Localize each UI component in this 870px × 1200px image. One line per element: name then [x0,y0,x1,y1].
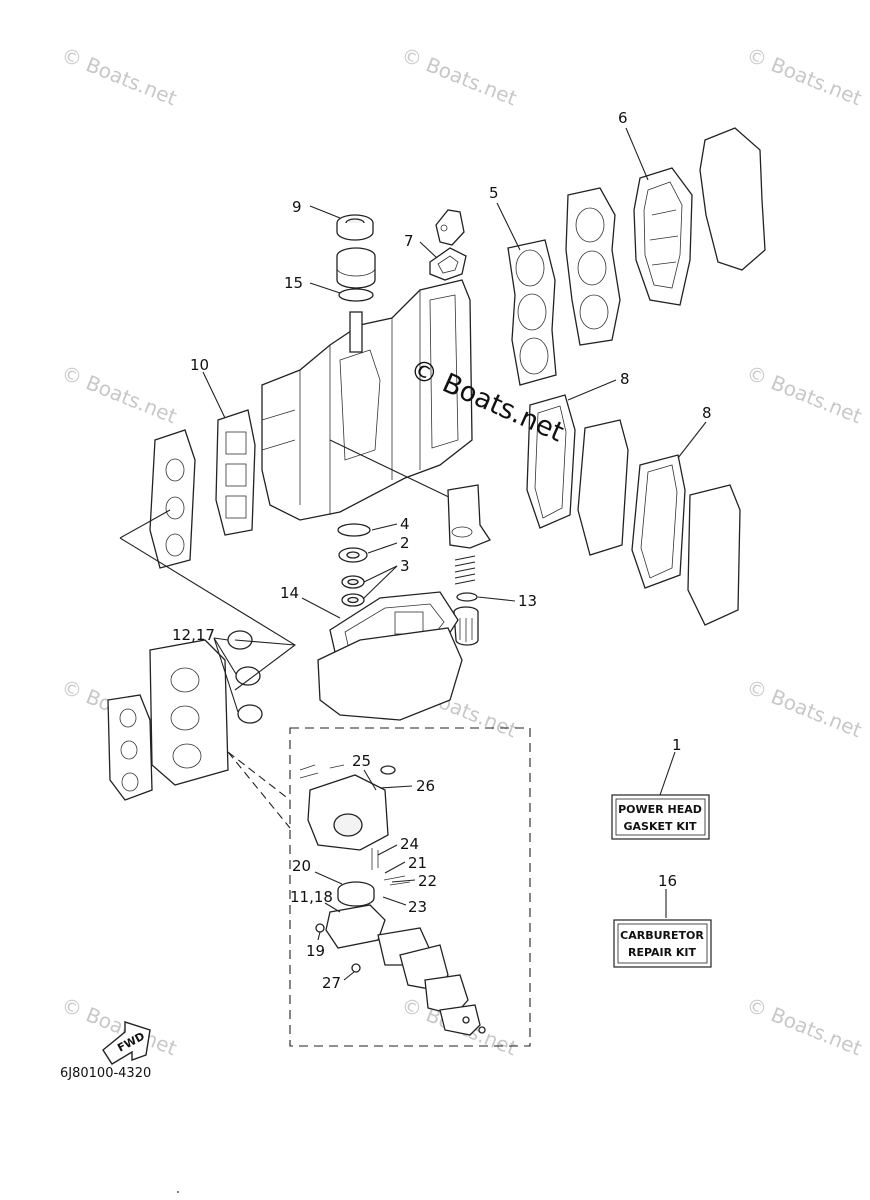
callout-numbers: 9 7 15 5 6 8 8 10 4 2 3 14 13 12,17 25 2… [172,109,712,992]
callout-11-18: 11,18 [290,888,333,906]
kit-label-line1: CARBURETOR [620,929,704,942]
callout-7: 7 [404,232,414,250]
bearing [336,247,376,289]
callout-21: 21 [408,854,427,872]
callout-16: 16 [658,872,677,890]
power-head-gasket-kit: POWER HEAD GASKET KIT [611,794,710,840]
callout-23: 23 [408,898,427,916]
bracket-line [119,509,296,691]
diagram-code: 6J80100-4320 [60,1066,151,1081]
gasket-10 [215,409,256,536]
o-ring-15 [338,288,374,302]
carburetor-detail [299,764,486,1036]
callout-15: 15 [284,274,303,292]
callout-20: 20 [292,857,311,875]
callout-27: 27 [322,974,341,992]
callout-9: 9 [292,198,302,216]
oil-seal-3a [341,575,365,589]
thermostat [453,606,479,646]
callout-25: 25 [352,752,371,770]
reed-valve-plate [149,429,196,569]
callout-14: 14 [280,584,299,602]
scan-dot [177,1191,179,1193]
exhaust-gasket-8b [631,454,686,589]
watermark: © Boats.net [398,42,520,110]
exhaust-cover-inner [577,419,629,556]
head-cover-gasket-6 [633,167,693,306]
head-gasket-5 [507,239,557,386]
callout-13: 13 [518,592,537,610]
carburetor-repair-kit: CARBURETOR REPAIR KIT [613,919,712,968]
kit-label-line1: POWER HEAD [618,803,702,816]
callout-12-17: 12,17 [172,626,215,644]
intake-plate [107,694,153,801]
carburetor-bodies [149,639,229,786]
leader-lines [202,127,707,981]
watermark: © Boats.net [743,360,865,428]
carburetor-detail-box [289,727,531,1047]
callout-5: 5 [489,184,499,202]
watermark: © Boats.net [743,42,865,110]
watermark: © Boats.net [743,992,865,1060]
exhaust-gasket-8a [526,394,576,529]
oil-seal-2 [338,547,368,563]
watermark: © Boats.net [58,360,180,428]
watermark: © Boats.net [58,42,180,110]
head-cover [699,127,766,271]
oil-seal-9 [336,214,374,241]
o-ring-4 [337,523,371,537]
detail-guide [227,751,291,829]
kit-label-line2: REPAIR KIT [628,946,697,959]
o-ring-13 [456,592,478,602]
callout-24: 24 [400,835,419,853]
callout-6: 6 [618,109,628,127]
gaskets-12-17 [227,630,263,724]
watermark: © Boats.net [743,674,865,742]
lower-casing [317,627,463,721]
thermostat-housing [447,484,491,549]
power-head-block [261,279,473,521]
exhaust-outer-cover [687,484,741,626]
callout-26: 26 [416,777,435,795]
cover-7 [429,209,467,281]
callout-22: 22 [418,872,437,890]
kit-label-line2: GASKET KIT [624,820,697,833]
cylinder-head [565,187,621,346]
callout-10: 10 [190,356,209,374]
oil-seal-3b [341,593,365,607]
callout-19: 19 [306,942,325,960]
callout-3: 3 [400,557,410,575]
callout-2: 2 [400,534,410,552]
spring [454,555,476,585]
callout-4: 4 [400,515,410,533]
callout-1: 1 [672,736,682,754]
callout-8: 8 [702,404,712,422]
callout-8: 8 [620,370,630,388]
